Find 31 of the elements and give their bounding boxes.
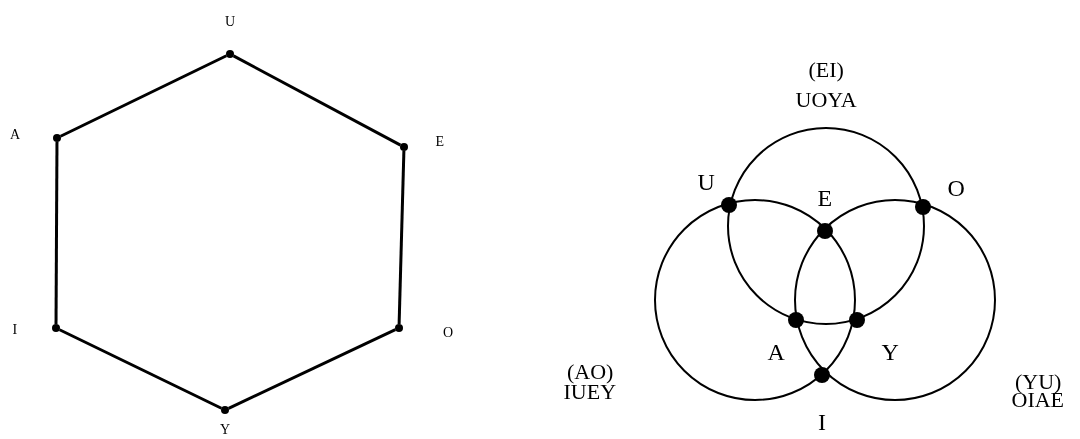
hexagon-side <box>228 328 396 410</box>
vertex-dot <box>226 50 234 58</box>
vertex-label: Y <box>220 423 231 437</box>
set-label: (YU) <box>1015 371 1062 393</box>
vertex-dot <box>817 223 833 239</box>
vertex-dot <box>53 134 61 142</box>
vertex-label: U <box>225 15 236 29</box>
hexagon-side <box>58 328 223 410</box>
vertex-label: I <box>12 323 18 337</box>
point-label: I <box>818 410 826 434</box>
vertex-dot <box>52 324 60 332</box>
vertex-dot <box>721 197 737 213</box>
vertex-label: O <box>443 326 454 340</box>
point-label: A <box>767 340 785 364</box>
vertex-dot <box>400 143 408 151</box>
hexagon-side <box>232 54 402 147</box>
hexagon-side <box>59 54 228 138</box>
set-label: UOYA <box>795 89 857 111</box>
vertex-dot <box>395 324 403 332</box>
hexagon-side <box>54 142 59 324</box>
vertex-label: E <box>435 135 445 149</box>
point-label: Y <box>881 340 899 364</box>
set-label: (AO) <box>567 361 614 383</box>
vertex-label: A <box>10 128 21 142</box>
vertex-dot <box>814 367 830 383</box>
set-label: (EI) <box>808 59 844 81</box>
point-label: U <box>697 170 715 194</box>
hexagon-side <box>397 150 406 325</box>
vertex-dot <box>221 406 229 414</box>
point-label: E <box>817 186 833 210</box>
point-label: O <box>947 176 965 200</box>
